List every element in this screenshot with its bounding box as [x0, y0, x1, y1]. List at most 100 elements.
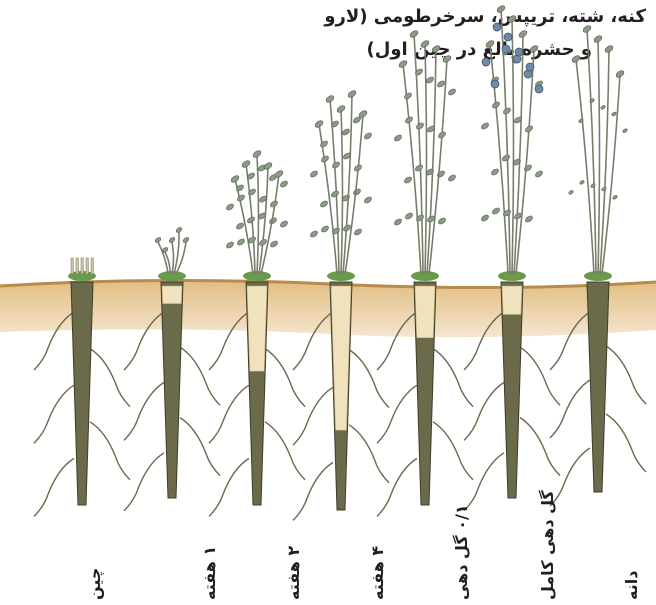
- leaf: [279, 220, 288, 229]
- stage-label: چین: [85, 568, 104, 600]
- root-damage-zone: [502, 286, 522, 314]
- side-root: [433, 422, 473, 480]
- side-root: [265, 422, 305, 480]
- leaf: [309, 230, 318, 239]
- taproot: [587, 282, 609, 492]
- leaf: [524, 215, 533, 224]
- leaf: [330, 190, 339, 199]
- stem: [425, 44, 427, 274]
- side-root: [34, 385, 74, 443]
- stem: [514, 34, 523, 274]
- leaf: [225, 241, 234, 250]
- leaf: [437, 217, 446, 226]
- stem: [158, 242, 168, 274]
- cut-stem: [81, 258, 83, 274]
- flower-cluster: [515, 48, 523, 56]
- leaf: [258, 238, 267, 247]
- side-root: [464, 382, 504, 440]
- leaf: [604, 44, 614, 53]
- flower-cluster: [526, 63, 534, 71]
- leaf: [236, 238, 245, 247]
- leaf: [415, 122, 424, 131]
- leaf: [182, 237, 189, 244]
- leaf: [523, 164, 532, 173]
- leaf: [393, 134, 402, 143]
- side-root: [377, 385, 417, 443]
- root-damage-zone: [162, 286, 182, 304]
- stem: [257, 154, 259, 274]
- leaf: [353, 228, 362, 237]
- leaf: [393, 218, 402, 227]
- stem: [343, 94, 352, 274]
- side-root: [520, 418, 560, 476]
- leaf: [320, 155, 329, 164]
- leaf: [325, 94, 335, 103]
- leaf: [279, 180, 288, 189]
- leaf: [363, 196, 372, 205]
- side-root: [349, 350, 389, 408]
- leaf: [309, 170, 318, 179]
- side-root: [520, 347, 560, 405]
- leaf: [314, 119, 324, 128]
- leaf: [269, 200, 278, 209]
- cut-stem: [91, 258, 93, 274]
- side-root: [209, 458, 249, 516]
- side-root: [90, 349, 130, 407]
- flower-cluster: [482, 58, 490, 66]
- stage-label: ۱ هفته: [200, 546, 219, 600]
- side-root: [265, 349, 305, 407]
- stem: [261, 174, 279, 274]
- side-root: [180, 347, 220, 405]
- leaf: [571, 54, 581, 63]
- stem: [600, 49, 609, 274]
- leaf: [436, 170, 445, 179]
- flower-cluster: [502, 45, 510, 53]
- side-root: [464, 453, 504, 511]
- leaf: [252, 149, 262, 158]
- stem: [429, 59, 447, 274]
- leaf: [319, 140, 328, 149]
- leaf: [480, 214, 489, 223]
- leaf: [241, 159, 251, 168]
- flower-cluster: [535, 85, 543, 93]
- side-root: [606, 346, 646, 404]
- side-root: [124, 382, 164, 440]
- cut-stem: [76, 258, 78, 274]
- flower-cluster: [504, 33, 512, 41]
- leaf: [600, 105, 606, 110]
- flower-cluster: [491, 80, 499, 88]
- leaf: [404, 212, 413, 221]
- stem: [259, 166, 268, 274]
- leaf: [518, 29, 528, 38]
- leaf: [496, 4, 506, 13]
- leaf: [236, 194, 245, 203]
- leaf: [398, 59, 408, 68]
- side-root: [377, 458, 417, 516]
- leaf: [168, 237, 175, 244]
- side-root: [124, 453, 164, 511]
- stage-label: دانه: [622, 571, 641, 600]
- leaf: [353, 164, 362, 173]
- leaf: [404, 116, 413, 125]
- leaf: [230, 174, 240, 183]
- stage-label: ۲ هفته: [284, 546, 303, 600]
- leaf: [582, 24, 592, 33]
- root-damage-zone: [415, 286, 435, 338]
- leaf: [593, 34, 603, 43]
- leaf: [612, 195, 618, 200]
- side-root: [34, 458, 74, 516]
- leaf: [442, 54, 452, 63]
- leaf: [579, 180, 585, 185]
- leaf: [414, 164, 423, 173]
- leaf: [501, 154, 510, 163]
- leaf: [524, 125, 533, 134]
- leaf: [331, 161, 340, 170]
- leaf: [363, 132, 372, 141]
- taproot: [161, 282, 183, 498]
- leaf: [491, 101, 500, 110]
- soil-band: [0, 280, 656, 337]
- side-root: [349, 425, 389, 483]
- leaf: [437, 131, 446, 140]
